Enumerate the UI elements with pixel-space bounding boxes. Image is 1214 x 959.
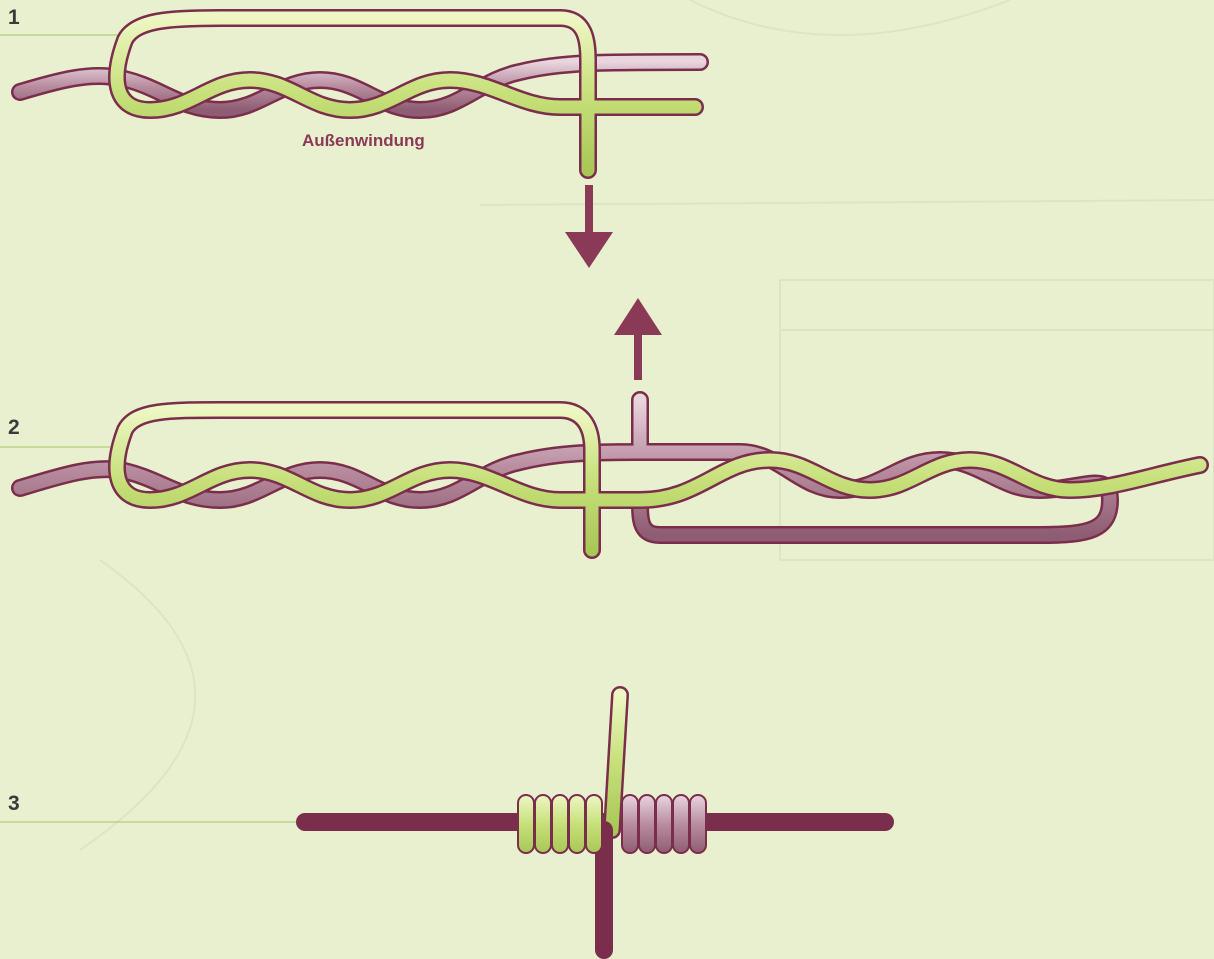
- step-2-label: 2: [8, 416, 20, 440]
- step-3-green-coils: [518, 795, 602, 853]
- step-3-label: 3: [8, 792, 20, 816]
- step-3-purple-coils: [622, 795, 706, 853]
- arrow-down-icon: [565, 185, 613, 268]
- step-2-knot: [20, 400, 1200, 550]
- outer-wrap-caption: Außenwindung: [302, 131, 425, 151]
- step-1-label: 1: [8, 6, 20, 30]
- arrow-up-icon: [614, 298, 662, 380]
